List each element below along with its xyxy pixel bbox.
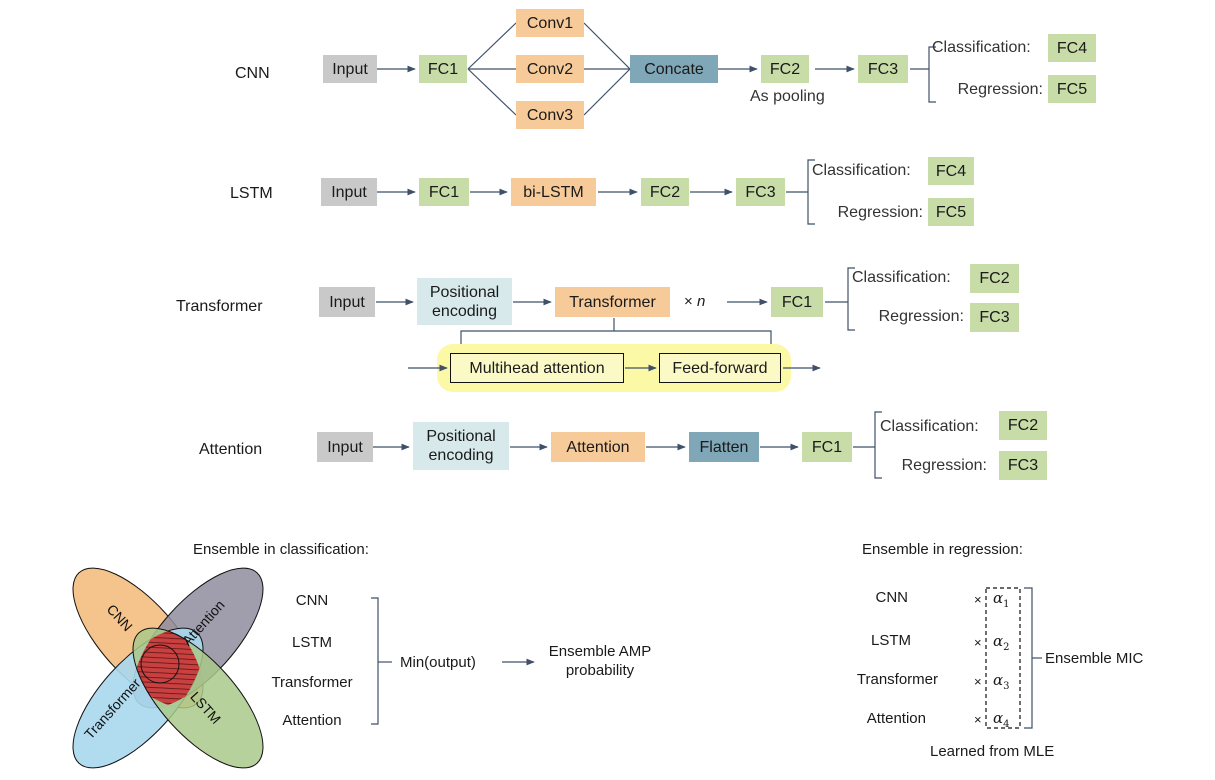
attention-positional-line2: encoding [428,447,494,464]
cnn-regression-label: Regression: [957,81,1043,98]
ensemble-reg-times-2: × [974,635,982,650]
alpha-symbol: α [993,671,1004,689]
transformer-regression-label: Regression: [878,308,964,325]
lstm-bilstm-box: bi-LSTM [511,178,596,206]
transformer-row-label: Transformer [176,298,263,315]
ensemble-cls-result-line2: probability [565,662,635,679]
lstm-fc3-box: FC3 [736,178,785,206]
cnn-connectors [377,22,936,116]
ensemble-reg-alpha-2: α2 [993,632,1010,653]
attention-cls-fc2-box: FC2 [999,411,1047,440]
attention-classification-label: Classification: [880,418,979,435]
transformer-fc1-box: FC1 [771,287,823,317]
ensemble-cls-min-output: Min(output) [400,654,476,671]
lstm-fc4-box: FC4 [928,157,974,185]
attention-row-label: Attention [199,441,263,458]
ensemble-reg-alpha-1: α1 [993,589,1010,610]
lstm-fc1-box: FC1 [419,178,469,206]
attention-flatten-box: Flatten [689,432,759,462]
transformer-classification-label: Classification: [852,269,951,286]
transformer-cls-fc2-box: FC2 [970,264,1019,293]
ensemble-reg-connectors [985,587,1042,729]
transformer-input-box: Input [319,287,375,317]
transformer-transformer-box: Transformer [555,287,670,317]
alpha-sub: 1 [1003,599,1010,610]
alpha-symbol: α [993,589,1004,607]
transformer-feedforward-box: Feed-forward [659,353,781,383]
ensemble-reg-model-cnn: CNN [875,589,909,606]
transformer-positional-line1: Positional [429,283,500,301]
attention-attention-box: Attention [551,432,645,462]
cnn-concate-box: Concate [630,55,718,83]
ensemble-reg-result: Ensemble MIC [1045,650,1144,667]
ensemble-reg-model-attention: Attention [866,710,926,727]
cnn-classification-label: Classification: [932,39,1031,56]
attention-positional-encoding-box: Positional encoding [413,422,509,470]
alpha-weights-box [985,587,1021,729]
cnn-fc5-box: FC5 [1048,75,1096,103]
attention-connectors [373,411,882,479]
cnn-input-box: Input [323,55,377,83]
cnn-conv3-box: Conv3 [516,101,584,129]
attention-input-box: Input [317,432,373,462]
alpha-sub: 4 [1003,719,1010,730]
attention-reg-fc3-box: FC3 [999,451,1047,480]
ensemble-reg-model-transformer: Transformer [856,671,938,688]
ensemble-cls-connectors [371,597,535,725]
ensemble-reg-alpha-4: α4 [993,709,1010,730]
transformer-positional-encoding-box: Positional encoding [417,278,512,325]
ensemble-cls-model-transformer: Transformer [271,674,353,691]
transformer-connectors [376,267,855,345]
ensemble-cls-model-cnn: CNN [295,592,329,609]
lstm-input-box: Input [321,178,377,206]
ensemble-reg-title: Ensemble in regression: [862,541,1023,558]
ensemble-reg-alpha-3: α3 [993,671,1010,692]
attention-regression-label: Regression: [901,457,987,474]
transformer-multihead-attention-box: Multihead attention [450,353,624,383]
lstm-regression-label: Regression: [837,204,923,221]
lstm-fc2-box: FC2 [641,178,689,206]
alpha-sub: 2 [1003,642,1010,653]
lstm-row-label: LSTM [230,185,273,202]
attention-fc1-box: FC1 [802,432,852,462]
alpha-sub: 3 [1003,681,1010,692]
ensemble-reg-times-3: × [974,674,982,689]
ensemble-cls-model-lstm: LSTM [291,634,332,651]
ensemble-cls-title: Ensemble in classification: [193,541,369,558]
lstm-classification-label: Classification: [812,162,911,179]
transformer-repeat-label: × n [684,292,705,311]
cnn-conv2-box: Conv2 [516,55,584,83]
cnn-fc2-box: FC2 [761,55,809,83]
cnn-fc1-box: FC1 [419,55,467,83]
lstm-connectors [377,159,815,225]
transformer-positional-line2: encoding [432,302,497,320]
cnn-fc4-box: FC4 [1048,34,1096,62]
alpha-symbol: α [993,632,1004,650]
venn-overlap-outline [140,644,180,684]
ensemble-venn: CNN Attention Transformer LSTM [72,567,264,769]
ensemble-reg-times-1: × [974,592,982,607]
transformer-repeat-times: × [684,293,693,310]
lstm-fc5-box: FC5 [928,198,974,226]
ensemble-reg-times-4: × [974,712,982,727]
cnn-row-label: CNN [235,65,270,82]
transformer-repeat-n: n [696,293,706,310]
ensemble-reg-footnote: Learned from MLE [930,743,1055,760]
cnn-conv1-box: Conv1 [516,9,584,37]
ensemble-cls-model-attention: Attention [282,712,342,729]
ensemble-reg-model-lstm: LSTM [870,632,911,649]
ensemble-cls-result: Ensemble AMP probability [530,642,670,680]
cnn-pooling-note: As pooling [750,88,825,105]
attention-positional-line1: Positional [426,428,496,445]
cnn-fc3-box: FC3 [858,55,908,83]
ensemble-cls-result-line1: Ensemble AMP [548,643,652,660]
transformer-reg-fc3-box: FC3 [970,303,1019,332]
alpha-symbol: α [993,709,1004,727]
